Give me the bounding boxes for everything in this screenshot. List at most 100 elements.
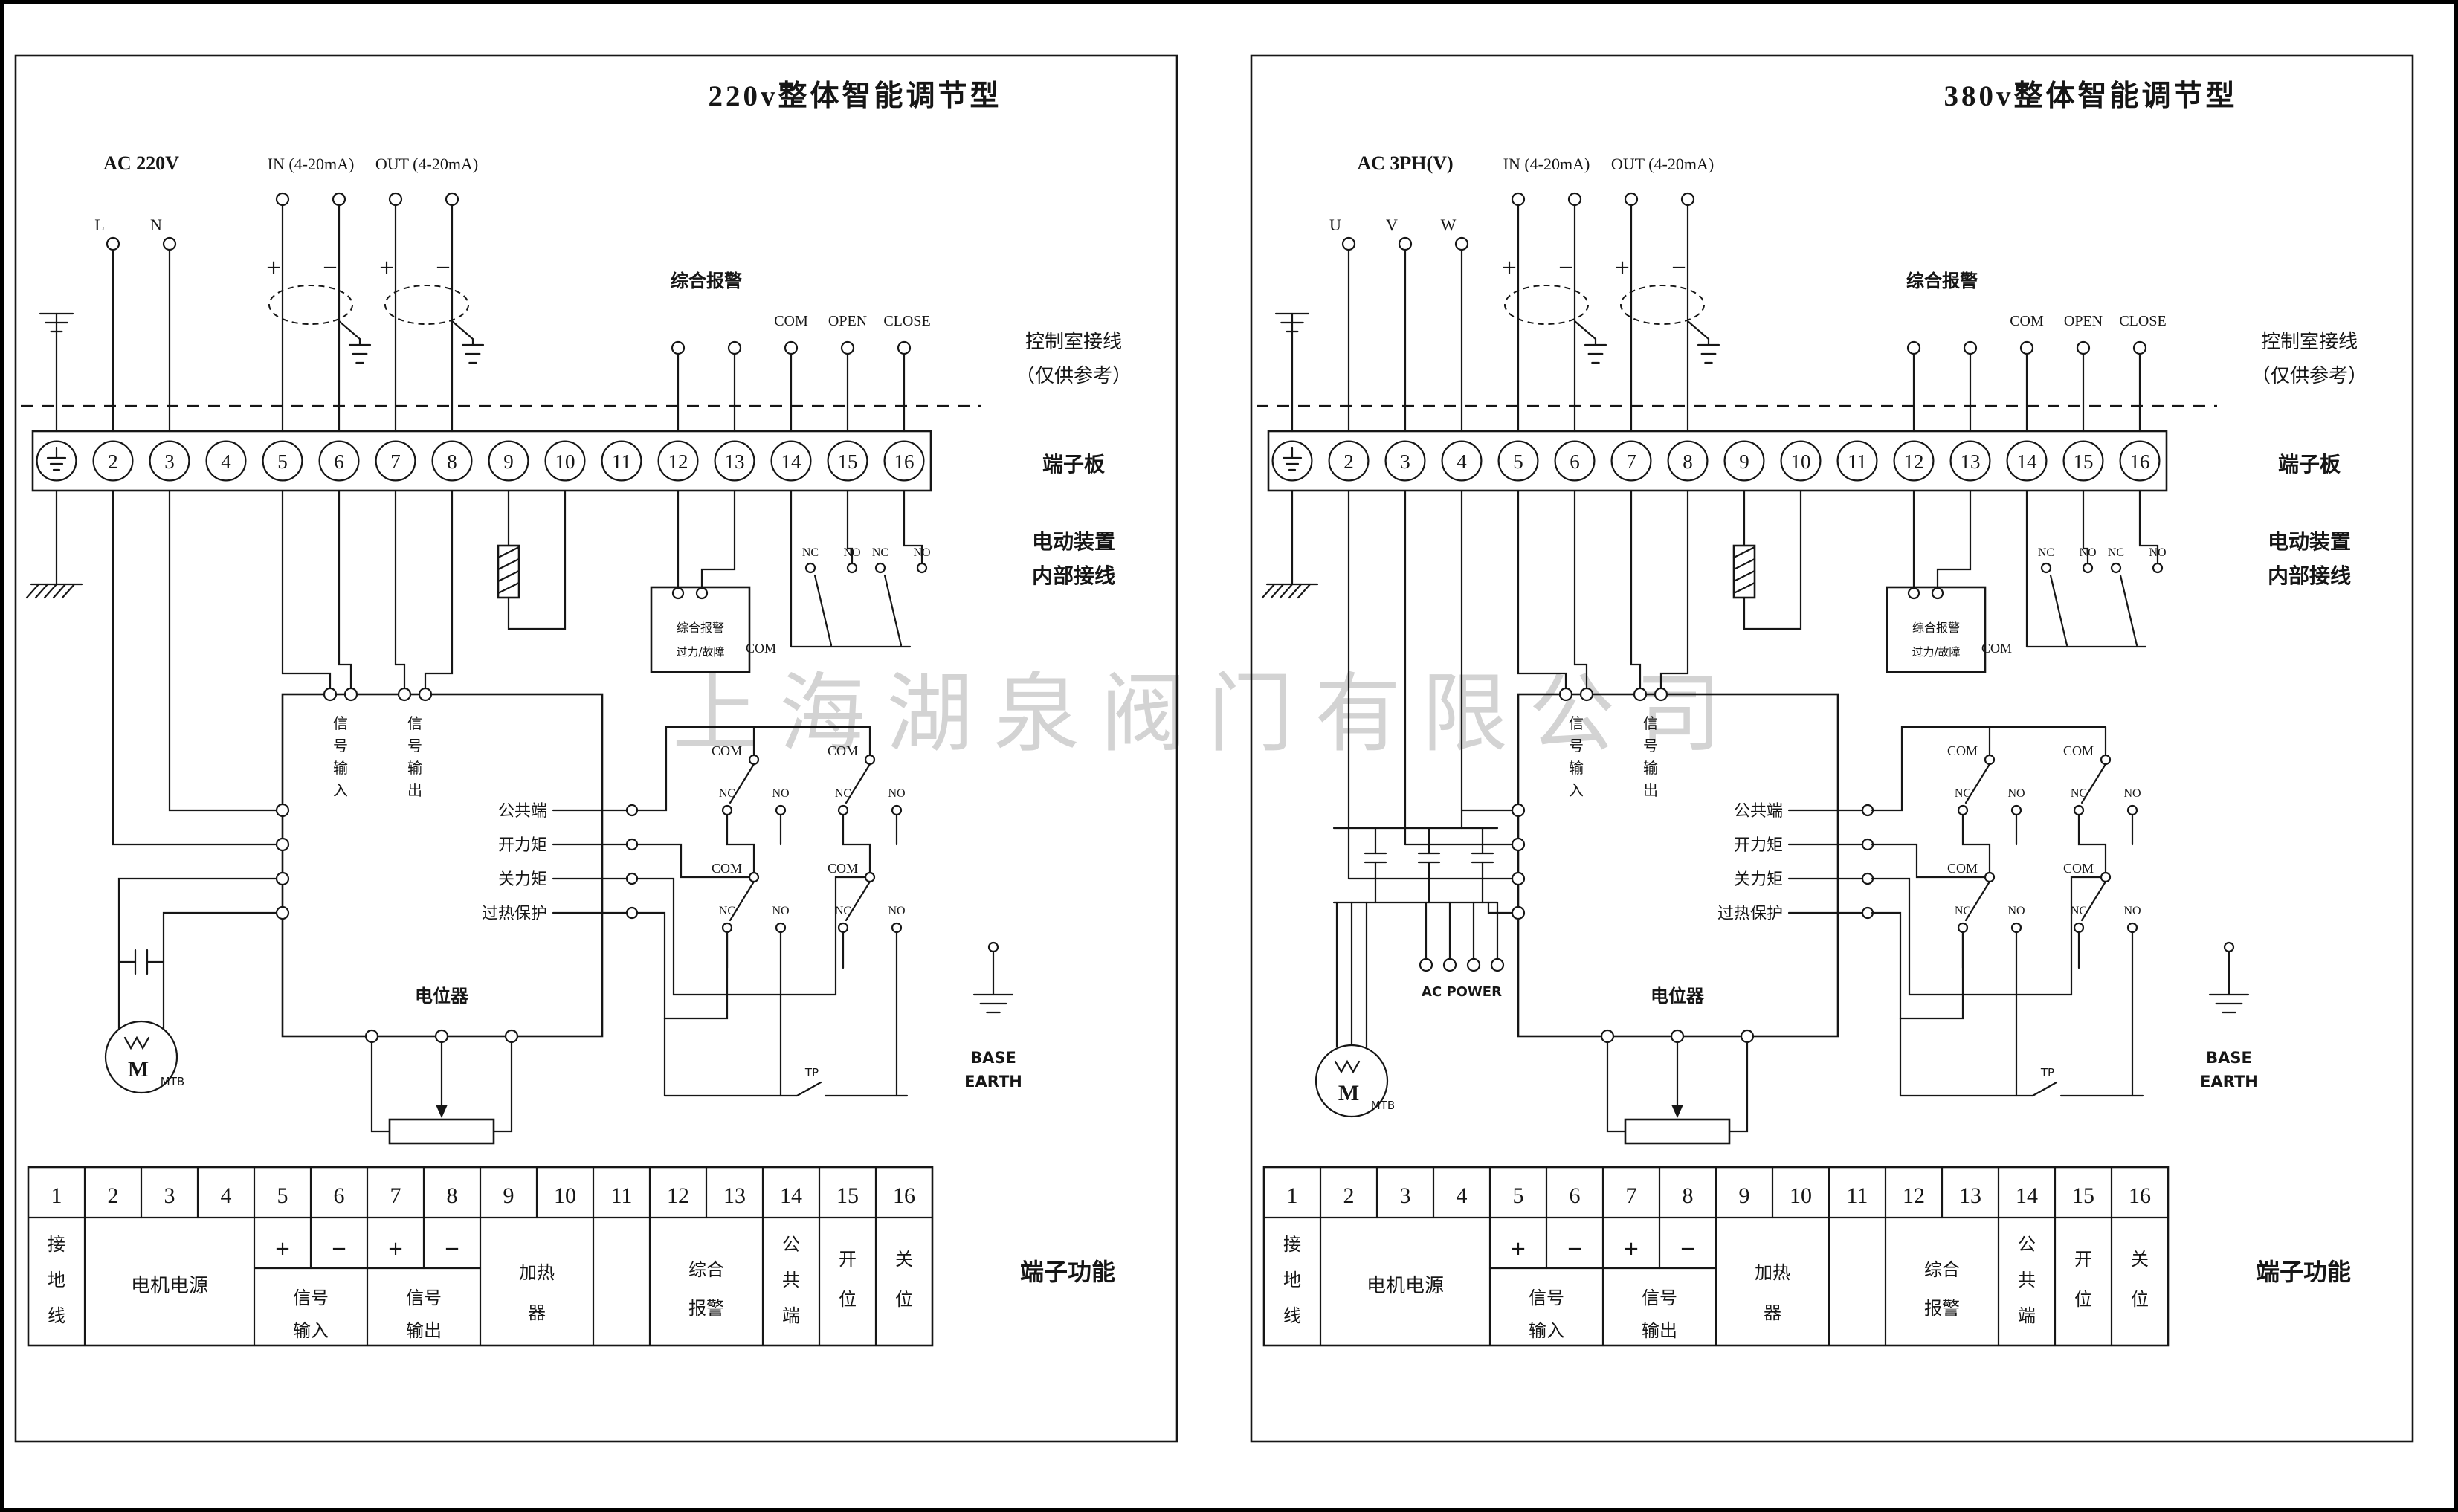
table-number: 6 bbox=[1570, 1183, 1581, 1208]
power-terminal bbox=[1511, 837, 1526, 852]
heater-hatch bbox=[497, 569, 520, 583]
table-signal-in-1: 信号 bbox=[293, 1288, 329, 1308]
terminal-circle bbox=[1497, 440, 1539, 482]
relay-label-close-torque: 关力矩 bbox=[1734, 870, 1783, 889]
open-wire bbox=[846, 489, 854, 565]
pot-terminal bbox=[504, 1029, 519, 1044]
relay-route bbox=[1871, 876, 2103, 996]
potentiometer-icon bbox=[1624, 1118, 1731, 1145]
switch-blade bbox=[883, 574, 903, 647]
pot-terminal bbox=[1600, 1029, 1615, 1044]
contact-node bbox=[2126, 922, 2138, 934]
switch-blade bbox=[1964, 880, 1991, 922]
table-common-char: 端 bbox=[2018, 1305, 2036, 1326]
shield-drain bbox=[451, 320, 474, 346]
ground-icon bbox=[1270, 583, 1285, 599]
table-number: 9 bbox=[1739, 1183, 1750, 1208]
nc-label: NC bbox=[835, 905, 851, 917]
heater-hatch bbox=[497, 581, 520, 595]
terminal-circle bbox=[714, 440, 755, 482]
table-number: 5 bbox=[1513, 1183, 1524, 1208]
terminal-circle bbox=[262, 440, 303, 482]
pot-wire bbox=[1606, 1041, 1627, 1133]
control-room-line2: （仅供参考） bbox=[2251, 365, 2367, 387]
terminal-circle bbox=[1610, 440, 1652, 482]
ground-icon bbox=[43, 583, 58, 599]
signal-out-char: 信 bbox=[407, 714, 422, 732]
terminal-board-label: 端子板 bbox=[2278, 452, 2341, 476]
terminal-circle bbox=[1949, 440, 1991, 482]
polarity-label: − bbox=[1671, 256, 1687, 279]
table-signal-in-1: 信号 bbox=[1529, 1288, 1564, 1308]
internal-wiring-line2: 内部接线 bbox=[1032, 563, 1115, 588]
tp-label: TP bbox=[804, 1066, 819, 1079]
phase-label: W bbox=[1441, 216, 1457, 234]
tp-blade bbox=[2031, 1081, 2058, 1097]
table-number: 3 bbox=[164, 1183, 175, 1208]
terminal-number: 12 bbox=[1904, 450, 1924, 473]
terminal-number: 10 bbox=[555, 450, 575, 473]
io-terminal bbox=[445, 192, 459, 207]
switch-blade bbox=[729, 880, 755, 922]
ac-power-terminal bbox=[1466, 957, 1481, 972]
internal-wiring-line1: 电动装置 bbox=[2268, 529, 2351, 554]
power-terminal bbox=[1511, 905, 1526, 920]
terminal-circle bbox=[318, 440, 360, 482]
switch-blade bbox=[845, 763, 871, 804]
terminal-circle bbox=[1836, 440, 1878, 482]
potentiometer-label: 电位器 bbox=[415, 986, 469, 1007]
terminal-circle bbox=[1271, 440, 1313, 482]
com-label: COM bbox=[828, 861, 858, 876]
nc-label: NC bbox=[2071, 787, 2087, 800]
contact-node bbox=[2040, 562, 2052, 574]
potentiometer-icon bbox=[388, 1118, 495, 1145]
table-number: 8 bbox=[1683, 1183, 1694, 1208]
alarm-box-line2: 过力/故障 bbox=[676, 645, 724, 659]
switch-pivot bbox=[748, 754, 760, 766]
signal-in-char: 入 bbox=[333, 781, 348, 799]
table-polarity: + bbox=[1510, 1238, 1526, 1260]
table-signal-out-2: 输出 bbox=[406, 1320, 442, 1341]
alarm-terminal bbox=[1963, 340, 1978, 355]
heater-wire bbox=[1743, 489, 1802, 630]
table-number: 14 bbox=[780, 1183, 802, 1208]
terminal-circle bbox=[827, 440, 868, 482]
nc-label: NC bbox=[1955, 905, 1971, 917]
switch-blade bbox=[729, 763, 755, 804]
contact-node bbox=[891, 922, 903, 934]
switch-blade bbox=[2080, 763, 2107, 804]
switch-blade bbox=[813, 574, 833, 647]
com-label: COM bbox=[712, 743, 742, 758]
relay-route bbox=[1871, 843, 1987, 879]
com-label: COM bbox=[774, 313, 808, 329]
table-number: 14 bbox=[2016, 1183, 2038, 1208]
switch-blade bbox=[2049, 574, 2068, 647]
signal-in-terminal bbox=[1558, 687, 1573, 702]
contact-node bbox=[2073, 922, 2085, 934]
table-motor-power: 电机电源 bbox=[131, 1275, 208, 1297]
io-terminal bbox=[388, 192, 403, 207]
power-terminal bbox=[275, 803, 290, 818]
com-label: COM bbox=[2063, 743, 2094, 758]
table-close-char: 关 bbox=[895, 1249, 913, 1270]
motor-terminal bbox=[275, 905, 290, 920]
close-label: CLOSE bbox=[2119, 313, 2166, 329]
alarm-box-line1: 综合报警 bbox=[1912, 621, 1960, 635]
table-number: 7 bbox=[390, 1183, 401, 1208]
io-terminal bbox=[332, 192, 346, 207]
heater-hatch bbox=[1732, 546, 1756, 559]
polarity-label: + bbox=[378, 256, 395, 279]
nc-label: NC bbox=[872, 546, 888, 559]
relay-label-overheat: 过热保护 bbox=[1717, 905, 1783, 923]
signal-out-char: 输 bbox=[407, 759, 422, 777]
table-number: 9 bbox=[503, 1183, 514, 1208]
panel-220v: 220v整体智能调节型 AC 220V IN (4-20mA) OUT (4-2… bbox=[14, 54, 1178, 1443]
terminal-number: 4 bbox=[1457, 450, 1467, 473]
signal-wire bbox=[338, 489, 352, 690]
ground-icon bbox=[25, 583, 40, 599]
table-polarity: + bbox=[387, 1238, 404, 1260]
alarm-terminal bbox=[671, 340, 686, 355]
power-wire bbox=[168, 489, 278, 812]
terminal-circle bbox=[883, 440, 925, 482]
control-room-line1: 控制室接线 bbox=[2261, 331, 2358, 353]
